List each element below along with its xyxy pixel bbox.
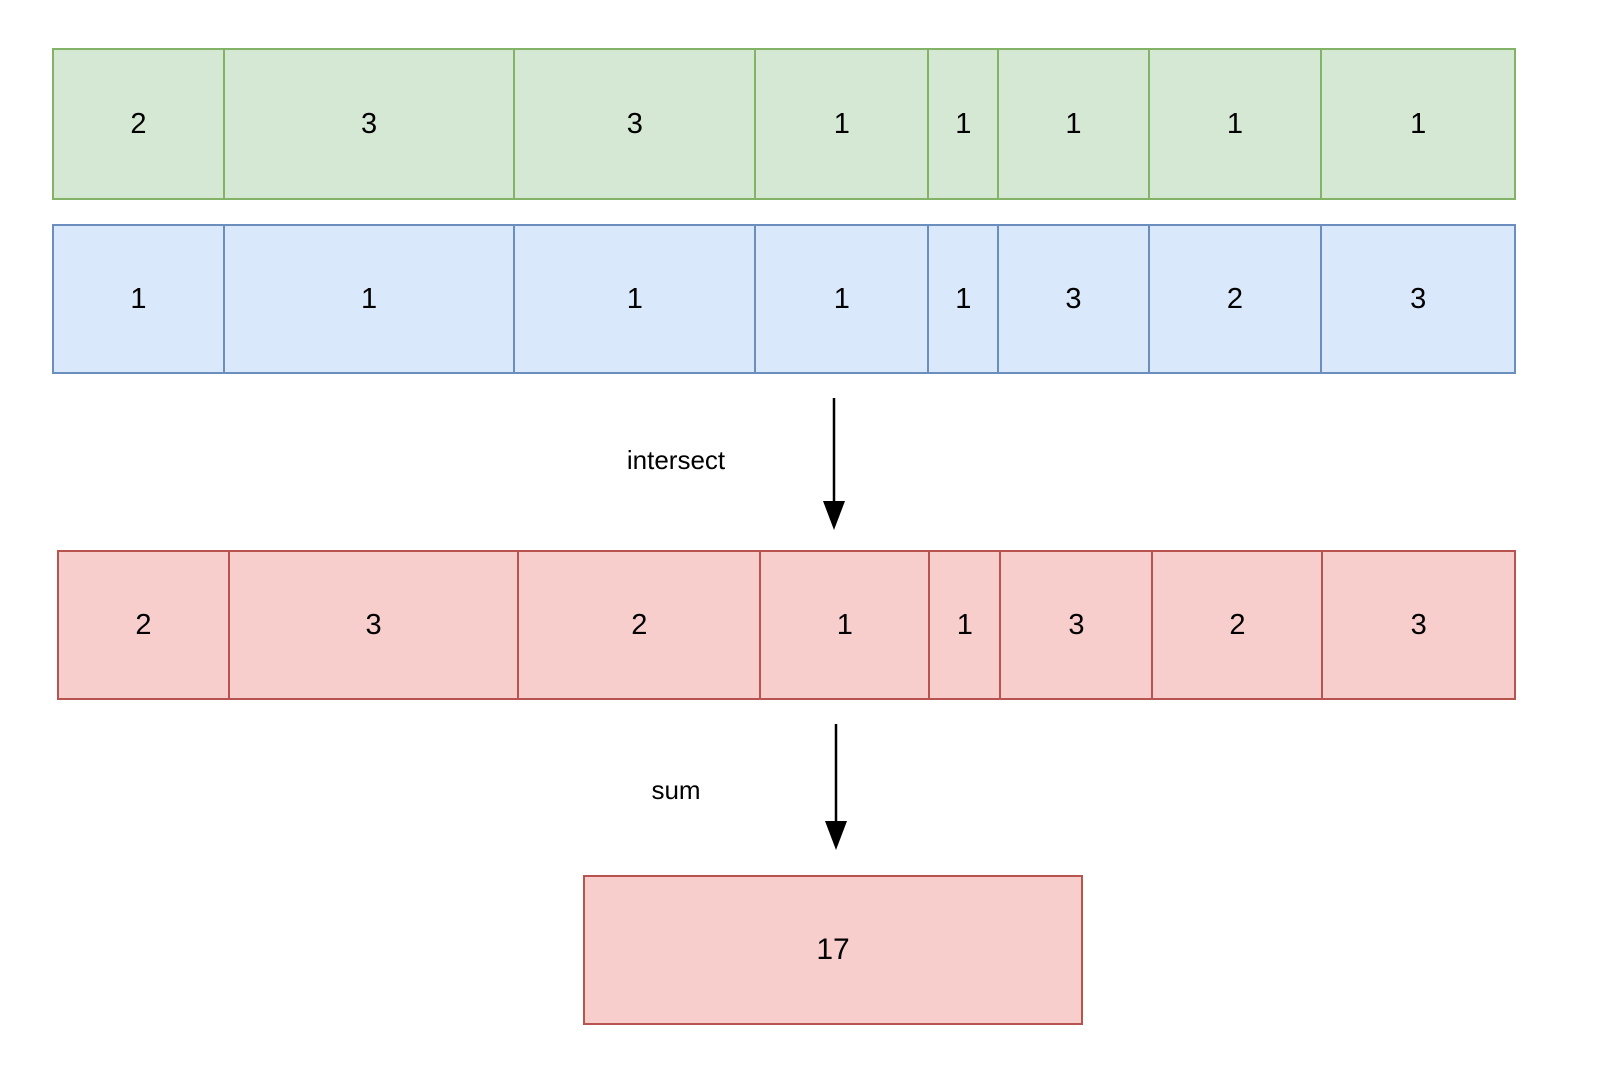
array-cell: 2 — [519, 552, 762, 698]
array-cell: 3 — [999, 226, 1150, 372]
array-cell: 1 — [929, 226, 1000, 372]
sum-down-arrow-icon — [819, 720, 853, 854]
array-cell: 3 — [230, 552, 520, 698]
array-cell: 3 — [515, 50, 757, 198]
array-cell: 1 — [999, 50, 1150, 198]
array-cell: 2 — [1153, 552, 1324, 698]
intersect-label: intersect — [626, 445, 726, 475]
array-cell: 2 — [54, 50, 225, 198]
array-cell: 2 — [59, 552, 230, 698]
array-cell: 1 — [756, 226, 930, 372]
sum-result-value: 17 — [816, 933, 850, 966]
array-cell: 1 — [1410, 107, 1427, 140]
array-cell: 3 — [225, 50, 516, 198]
array-cell: 1 — [761, 552, 931, 698]
intersect-down-arrow-icon — [817, 394, 851, 534]
array-cell: 1 — [756, 50, 930, 198]
array-cell: 3 — [1410, 282, 1427, 315]
array-cell: 3 — [1410, 608, 1427, 641]
array-cell: 1 — [225, 226, 516, 372]
array-cell: 1 — [929, 50, 1000, 198]
sum-label: sum — [651, 775, 701, 805]
array-cell: 1 — [54, 226, 225, 372]
array-cell: 2 — [1150, 226, 1323, 372]
sum-result-box: 17 — [583, 875, 1083, 1025]
array-cell: 1 — [1150, 50, 1323, 198]
array-cell: 1 — [930, 552, 1002, 698]
array-cell: 3 — [1001, 552, 1154, 698]
array-cell: 1 — [515, 226, 757, 372]
